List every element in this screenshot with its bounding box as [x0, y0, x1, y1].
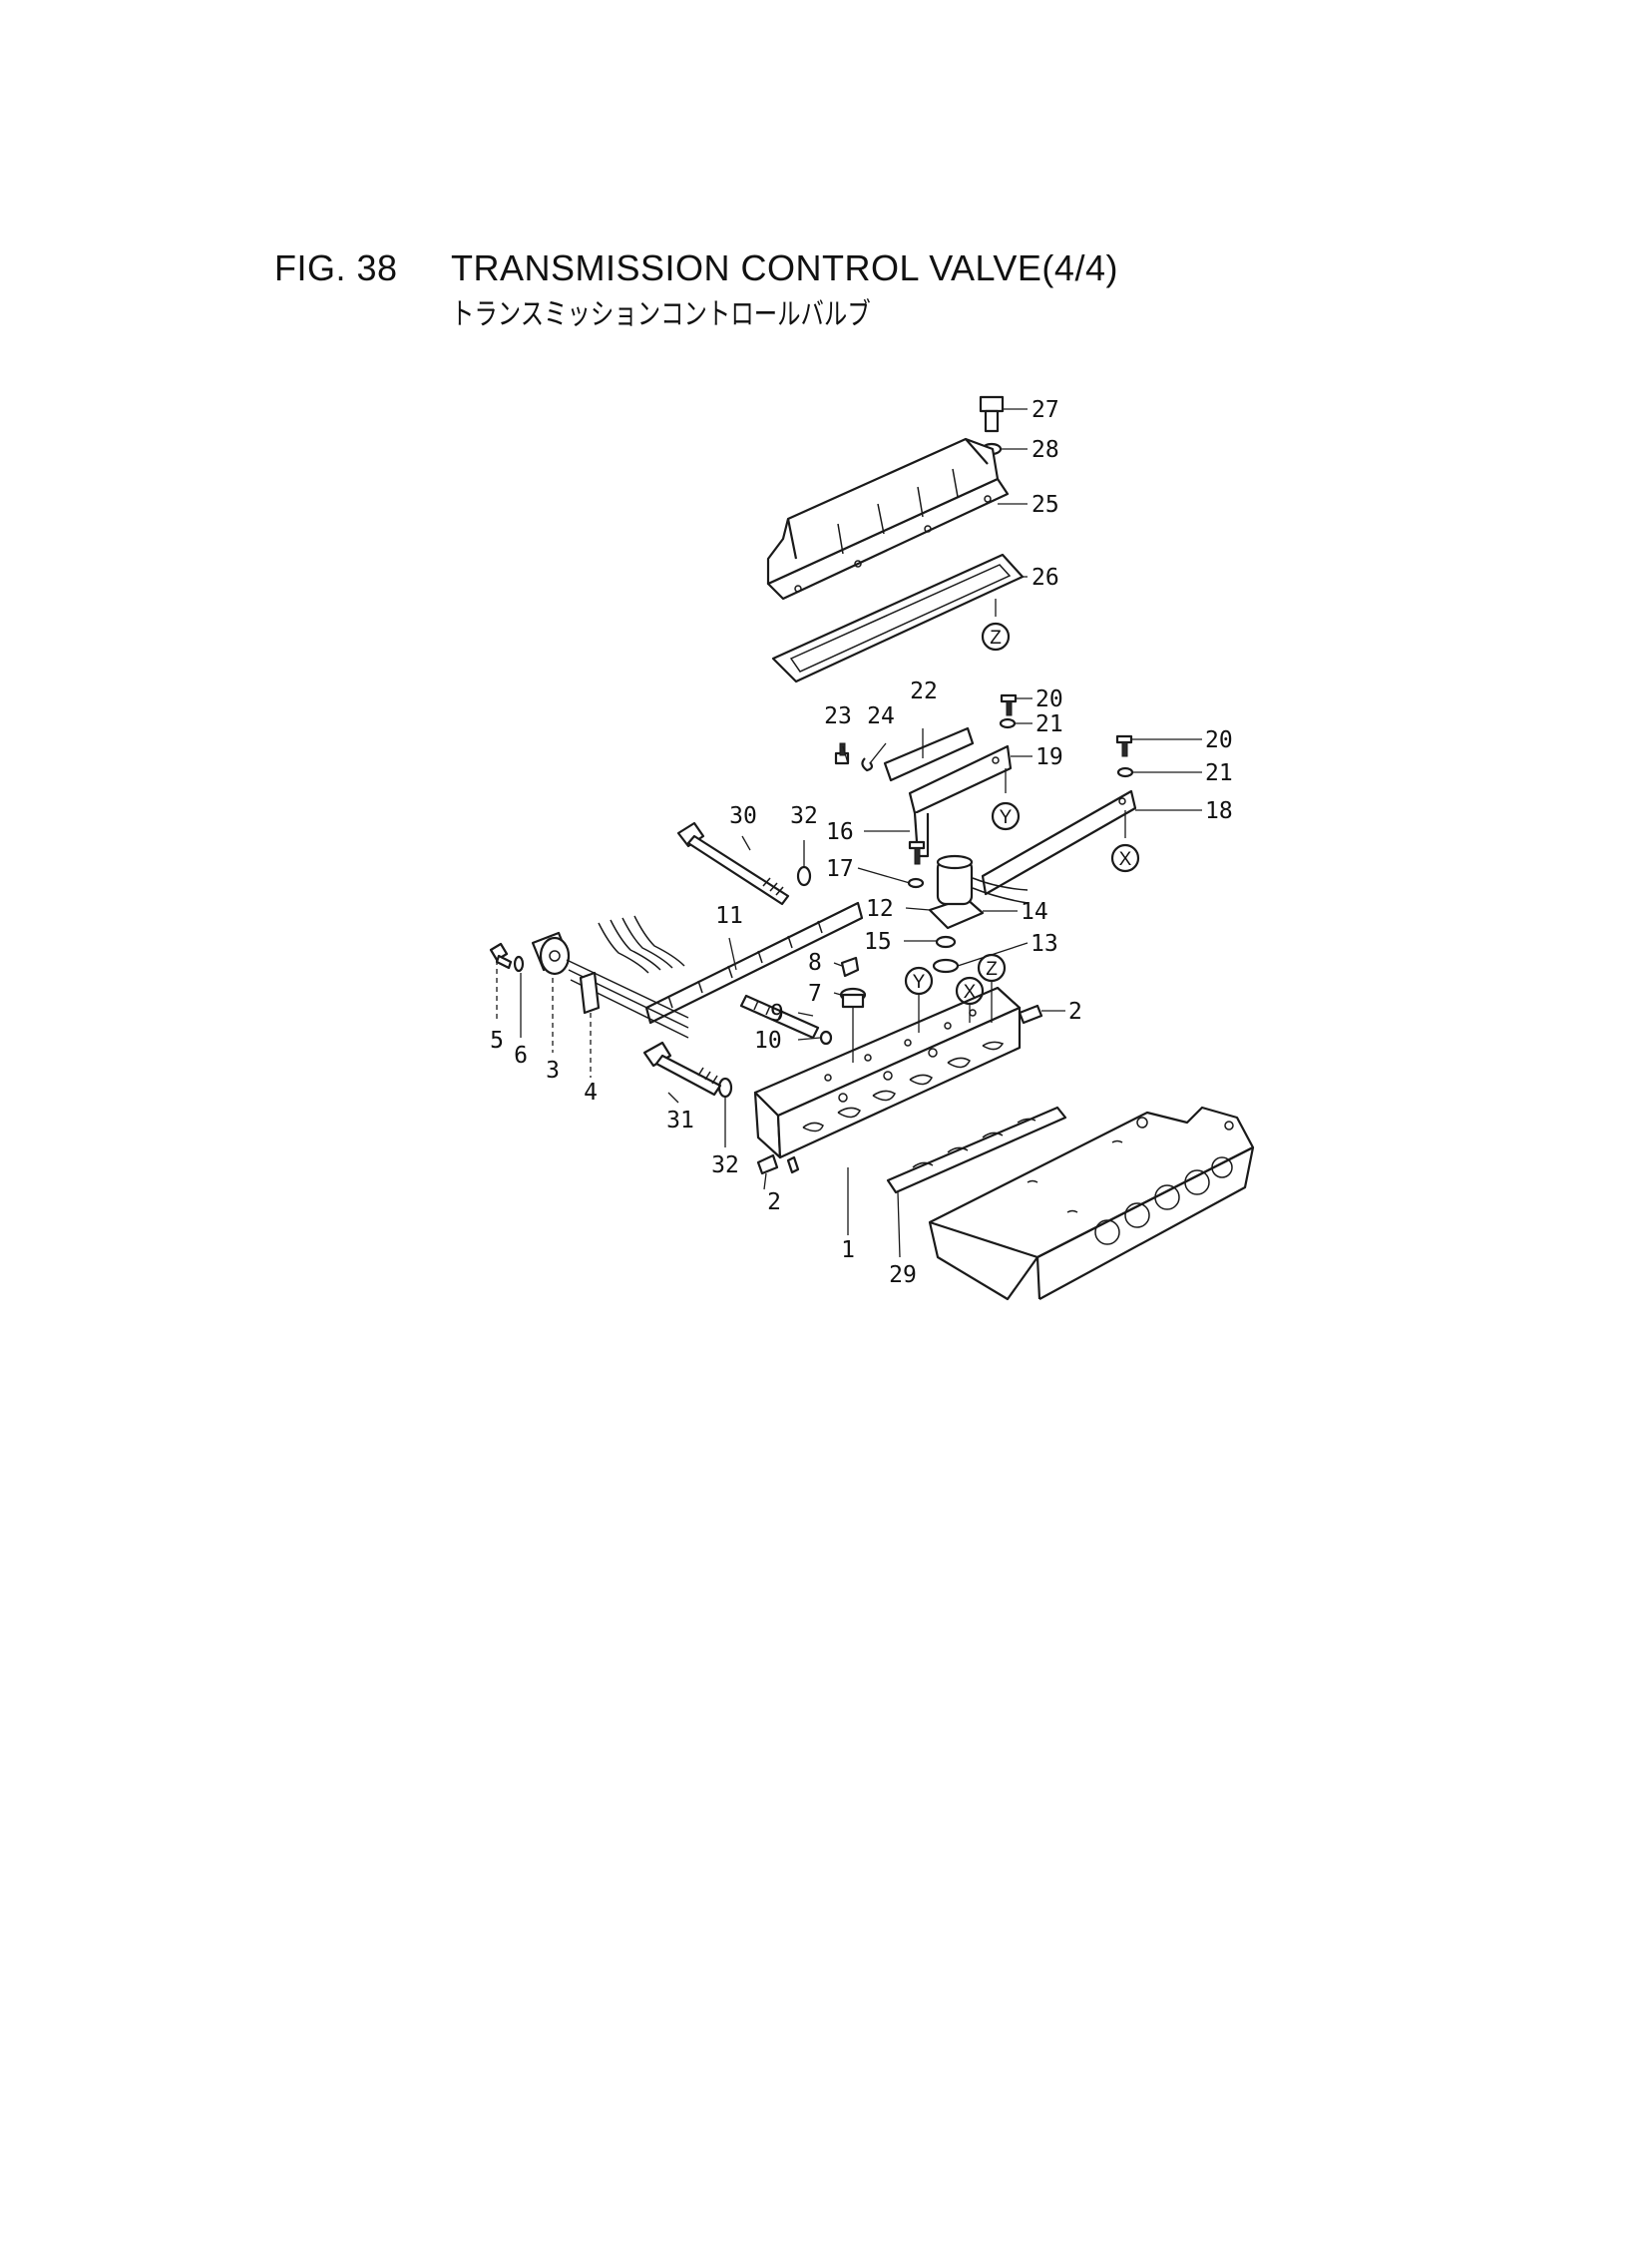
- part-17-washer: [907, 877, 925, 889]
- callout-32-b: 32: [711, 1152, 739, 1178]
- part-21-washer-b: [1116, 766, 1134, 778]
- callout-14: 14: [1021, 899, 1048, 925]
- callout-21-b: 21: [1205, 760, 1233, 786]
- part-25-cover: [766, 437, 1010, 601]
- callout-30: 30: [729, 803, 757, 829]
- connector-z-top: [981, 622, 1011, 652]
- callout-20-b: 20: [1205, 727, 1233, 753]
- callout-16: 16: [826, 819, 854, 845]
- leader-lines: [496, 408, 1202, 1258]
- part-7-plug: [839, 987, 867, 1009]
- part-2-plug-a: [1018, 1004, 1043, 1025]
- callout-31: 31: [666, 1108, 694, 1133]
- transmission-housing: [928, 1106, 1255, 1301]
- callout-5: 5: [490, 1028, 504, 1054]
- callout-24: 24: [867, 703, 895, 729]
- part-12-solenoid: [928, 854, 1029, 930]
- callout-2-a: 2: [1068, 999, 1082, 1025]
- part-18-long-bracket: [981, 789, 1137, 896]
- connector-y-top-label: Y: [1000, 807, 1013, 828]
- part-30-bolt: [676, 821, 790, 906]
- callout-17: 17: [826, 856, 854, 882]
- callout-19: 19: [1035, 744, 1063, 770]
- callout-6: 6: [514, 1043, 528, 1069]
- part-10-ring: [819, 1030, 833, 1046]
- part-32-washer-a: [796, 865, 812, 887]
- callout-29: 29: [889, 1262, 917, 1288]
- callout-12: 12: [866, 896, 894, 922]
- callout-32-a: 32: [790, 803, 818, 829]
- figure-title: TRANSMISSION CONTROL VALVE(4/4): [451, 247, 1118, 288]
- callout-2-b: 2: [767, 1189, 781, 1215]
- callout-23: 23: [824, 703, 852, 729]
- part-6-washer: [513, 955, 525, 973]
- callout-20-a: 20: [1035, 686, 1063, 712]
- part-15-oring: [935, 935, 957, 949]
- callout-3: 3: [546, 1058, 560, 1084]
- part-21-washer-a: [999, 717, 1017, 729]
- callout-4: 4: [584, 1080, 598, 1106]
- part-31-bolt: [642, 1041, 722, 1097]
- connector-x-top: [1110, 843, 1140, 873]
- part-29-separator-plate: [886, 1106, 1067, 1194]
- part-27-bolt: [979, 395, 1005, 433]
- callout-13: 13: [1031, 931, 1058, 957]
- part-1-valve-body: [753, 986, 1022, 1174]
- callout-9: 9: [770, 1001, 784, 1027]
- callout-22: 22: [910, 679, 938, 704]
- part-5-bolt: [489, 942, 513, 970]
- part-3-connector: [531, 931, 571, 976]
- callout-27: 27: [1032, 397, 1059, 423]
- part-13-oring: [932, 958, 960, 974]
- part-22-plate: [883, 726, 975, 782]
- connector-y-top: [991, 801, 1021, 831]
- part-23-bolt: [834, 742, 850, 765]
- part-32-washer-b: [717, 1077, 733, 1099]
- callout-labels: 27 28 25 26 20 21 19 20 21 18 22 23 24 3…: [490, 397, 1233, 1288]
- figure-subtitle: トランスミッションコントロールバルブ: [451, 297, 871, 332]
- callout-15: 15: [864, 929, 892, 955]
- callout-10: 10: [754, 1028, 782, 1054]
- callout-8: 8: [808, 950, 822, 976]
- callout-1: 1: [841, 1237, 855, 1263]
- callout-7: 7: [808, 981, 822, 1007]
- connector-z-top-label: Z: [990, 628, 1002, 649]
- figure-number: FIG. 38: [274, 247, 398, 288]
- callout-25: 25: [1032, 492, 1059, 518]
- part-24-clip: [861, 757, 874, 772]
- part-2-plug-b: [756, 1153, 779, 1175]
- callout-28: 28: [1032, 437, 1059, 463]
- part-20-bolt-b: [1115, 734, 1133, 757]
- part-4-harness: [566, 915, 689, 1039]
- part-20-bolt-a: [1000, 693, 1018, 716]
- part-16-bolt: [908, 840, 926, 865]
- callout-18: 18: [1205, 798, 1233, 824]
- callout-21-a: 21: [1035, 711, 1063, 737]
- part-8-plug: [840, 956, 860, 978]
- connector-y-body-label: Y: [913, 972, 926, 993]
- connector-z-body-label: Z: [986, 959, 998, 980]
- callout-11: 11: [715, 903, 743, 929]
- connector-x-top-label: X: [1119, 849, 1132, 870]
- connector-x-body-label: X: [964, 982, 977, 1003]
- callout-26: 26: [1032, 565, 1059, 591]
